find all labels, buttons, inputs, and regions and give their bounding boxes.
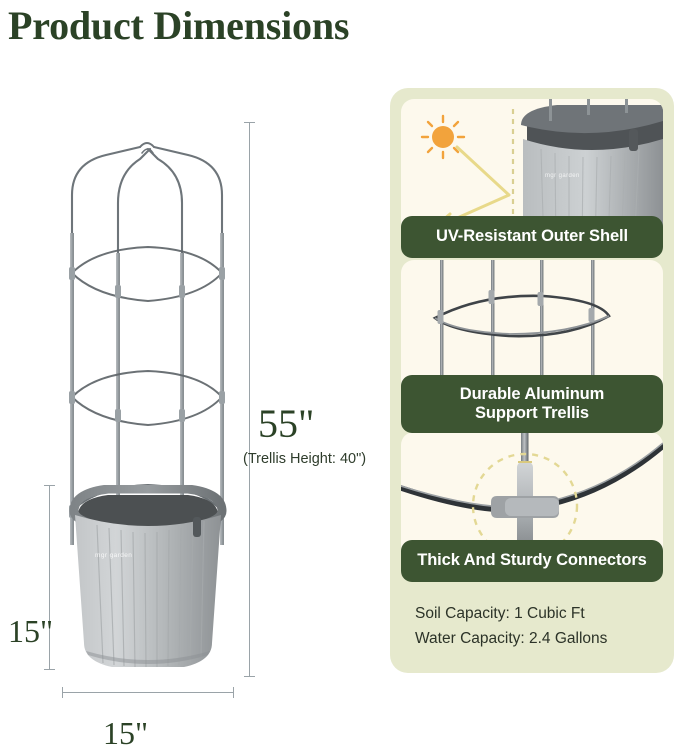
height-dimension-cap-top (244, 122, 255, 124)
highlight-circle-icon (471, 452, 579, 560)
page-title: Product Dimensions (8, 3, 350, 48)
width-dimension-cap-left (62, 687, 64, 698)
feature-banner-aluminum-trellis: Durable Aluminum Support Trellis (401, 375, 663, 433)
width-dimension-label: 15" (103, 715, 149, 751)
width-dimension-line (62, 692, 234, 694)
depth-dimension-cap-bottom (44, 669, 55, 671)
width-dimension-cap-right (233, 687, 235, 698)
depth-dimension-cap-top (44, 485, 55, 487)
feature-label-uv-resistant: UV-Resistant Outer Shell (436, 227, 628, 246)
soil-capacity-text: Soil Capacity: 1 Cubic Ft (415, 605, 585, 622)
feature-banner-uv-resistant: UV-Resistant Outer Shell (401, 216, 663, 258)
feature-label-line1: Durable Aluminum (459, 384, 605, 403)
feature-label-aluminum-trellis: Durable Aluminum Support Trellis (459, 384, 605, 424)
trellis-cage-illustration (69, 142, 225, 545)
connector-illustration (401, 432, 663, 578)
height-dimension-label: 55" (258, 401, 315, 446)
feature-label-connectors: Thick And Sturdy Connectors (417, 551, 647, 570)
product-dimension-diagram: mgr garden 55" (Trellis Height: 40") 15"… (0, 70, 380, 751)
svg-text:mgr garden: mgr garden (545, 173, 580, 179)
planter-illustration: mgr garden (69, 485, 227, 668)
feature-banner-connectors: Thick And Sturdy Connectors (401, 540, 663, 582)
capacity-specs: Soil Capacity: 1 Cubic Ft Water Capacity… (415, 601, 607, 651)
height-dimension-line (249, 122, 251, 677)
feature-label-line2: Support Trellis (474, 404, 590, 422)
sun-icon (420, 114, 466, 160)
trellis-height-note: (Trellis Height: 40") (243, 451, 367, 467)
feature-panel: mgr garden (390, 88, 674, 673)
svg-text:mgr garden: mgr garden (95, 552, 132, 559)
depth-dimension-label: 15" (8, 613, 54, 649)
depth-dimension-line (49, 485, 51, 670)
water-capacity-text: Water Capacity: 2.4 Gallons (415, 630, 608, 647)
height-dimension-cap-bottom (244, 676, 255, 678)
